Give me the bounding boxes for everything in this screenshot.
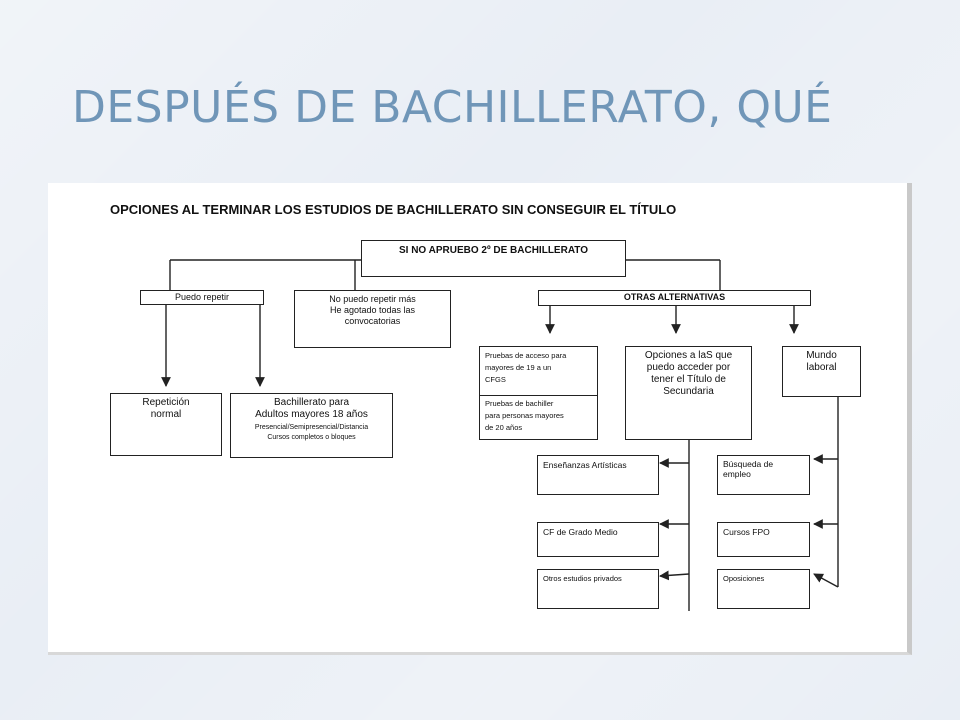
- ensenanzas-artisticas-node: Enseñanzas Artísticas: [537, 455, 659, 495]
- busqueda-empleo-node: Búsqueda de empleo: [717, 455, 810, 495]
- pruebas-bachiller-node: Pruebas de bachiller para personas mayor…: [479, 395, 598, 440]
- otros-estudios-node: Otros estudios privados: [537, 569, 659, 609]
- root-node: SI NO APRUEBO 2º DE BACHILLERATO: [361, 240, 626, 277]
- arrow-oposiciones: [813, 573, 839, 588]
- opciones-titulo-node: Opciones a laS que puedo acceder por ten…: [625, 346, 752, 440]
- bach-adultos-node: Bachillerato para Adultos mayores 18 año…: [230, 393, 393, 458]
- mundo-laboral-node: Mundo laboral: [782, 346, 861, 397]
- otras-alternativas-node: OTRAS ALTERNATIVAS: [538, 290, 811, 306]
- connector-lines: [161, 259, 839, 611]
- repeticion-node: Repetición normal: [110, 393, 222, 456]
- cf-grado-medio-node: CF de Grado Medio: [537, 522, 659, 557]
- diagram-title: OPCIONES AL TERMINAR LOS ESTUDIOS DE BAC…: [110, 202, 677, 217]
- diagram-panel: OPCIONES AL TERMINAR LOS ESTUDIOS DE BAC…: [48, 183, 912, 655]
- pruebas-acceso-node: Pruebas de acceso para mayores de 19 a u…: [479, 346, 598, 396]
- puedo-repetir-node: Puedo repetir: [140, 290, 264, 305]
- slide-title: DESPUÉS DE BACHILLERATO, QUÉ: [72, 82, 833, 133]
- arrow-otros: [659, 570, 690, 581]
- cursos-fpo-node: Cursos FPO: [717, 522, 810, 557]
- no-puedo-repetir-node: No puedo repetir más He agotado todas la…: [294, 290, 451, 348]
- oposiciones-node: Oposiciones: [717, 569, 810, 609]
